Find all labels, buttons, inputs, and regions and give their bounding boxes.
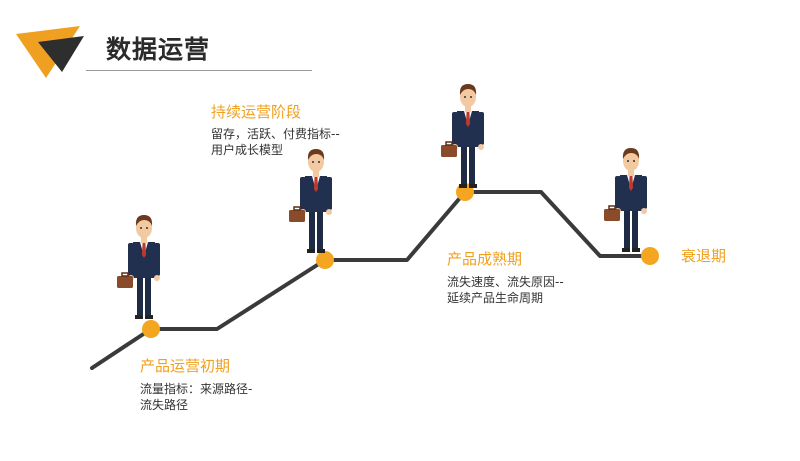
stage-node (456, 183, 474, 201)
stage-description-line: 流失路径 (140, 398, 189, 412)
stage-description: 留存，活跃、付费指标-- 用户成长模型 (211, 126, 340, 158)
businessman-figure (603, 147, 648, 253)
businessman-figure (288, 148, 333, 254)
title-divider (86, 70, 312, 71)
stage-title: 衰退期 (681, 247, 727, 265)
stage-title: 产品运营初期 (140, 357, 231, 375)
stage-node (316, 251, 334, 269)
stage-title: 持续运营阶段 (211, 103, 302, 121)
stage-description-line: 用户成长模型 (211, 143, 284, 157)
stage-node (142, 320, 160, 338)
stage-description: 流失速度、流失原因-- 延续产品生命周期 (447, 274, 564, 306)
stage-description-line: 流量指标：来源路径- (140, 382, 253, 396)
page-title: 数据运营 (106, 35, 211, 64)
growth-path-line (90, 190, 652, 370)
stage-title: 产品成熟期 (447, 250, 523, 268)
stage-description-line: 留存，活跃、付费指标-- (211, 127, 340, 141)
businessman-figure (440, 83, 485, 189)
businessman-figure (116, 214, 161, 320)
stage-description-line: 流失速度、流失原因-- (447, 275, 564, 289)
stage-description: 流量指标：来源路径- 流失路径 (140, 381, 252, 413)
stage-description-line: 延续产品生命周期 (447, 291, 544, 305)
stage-node (641, 247, 659, 265)
